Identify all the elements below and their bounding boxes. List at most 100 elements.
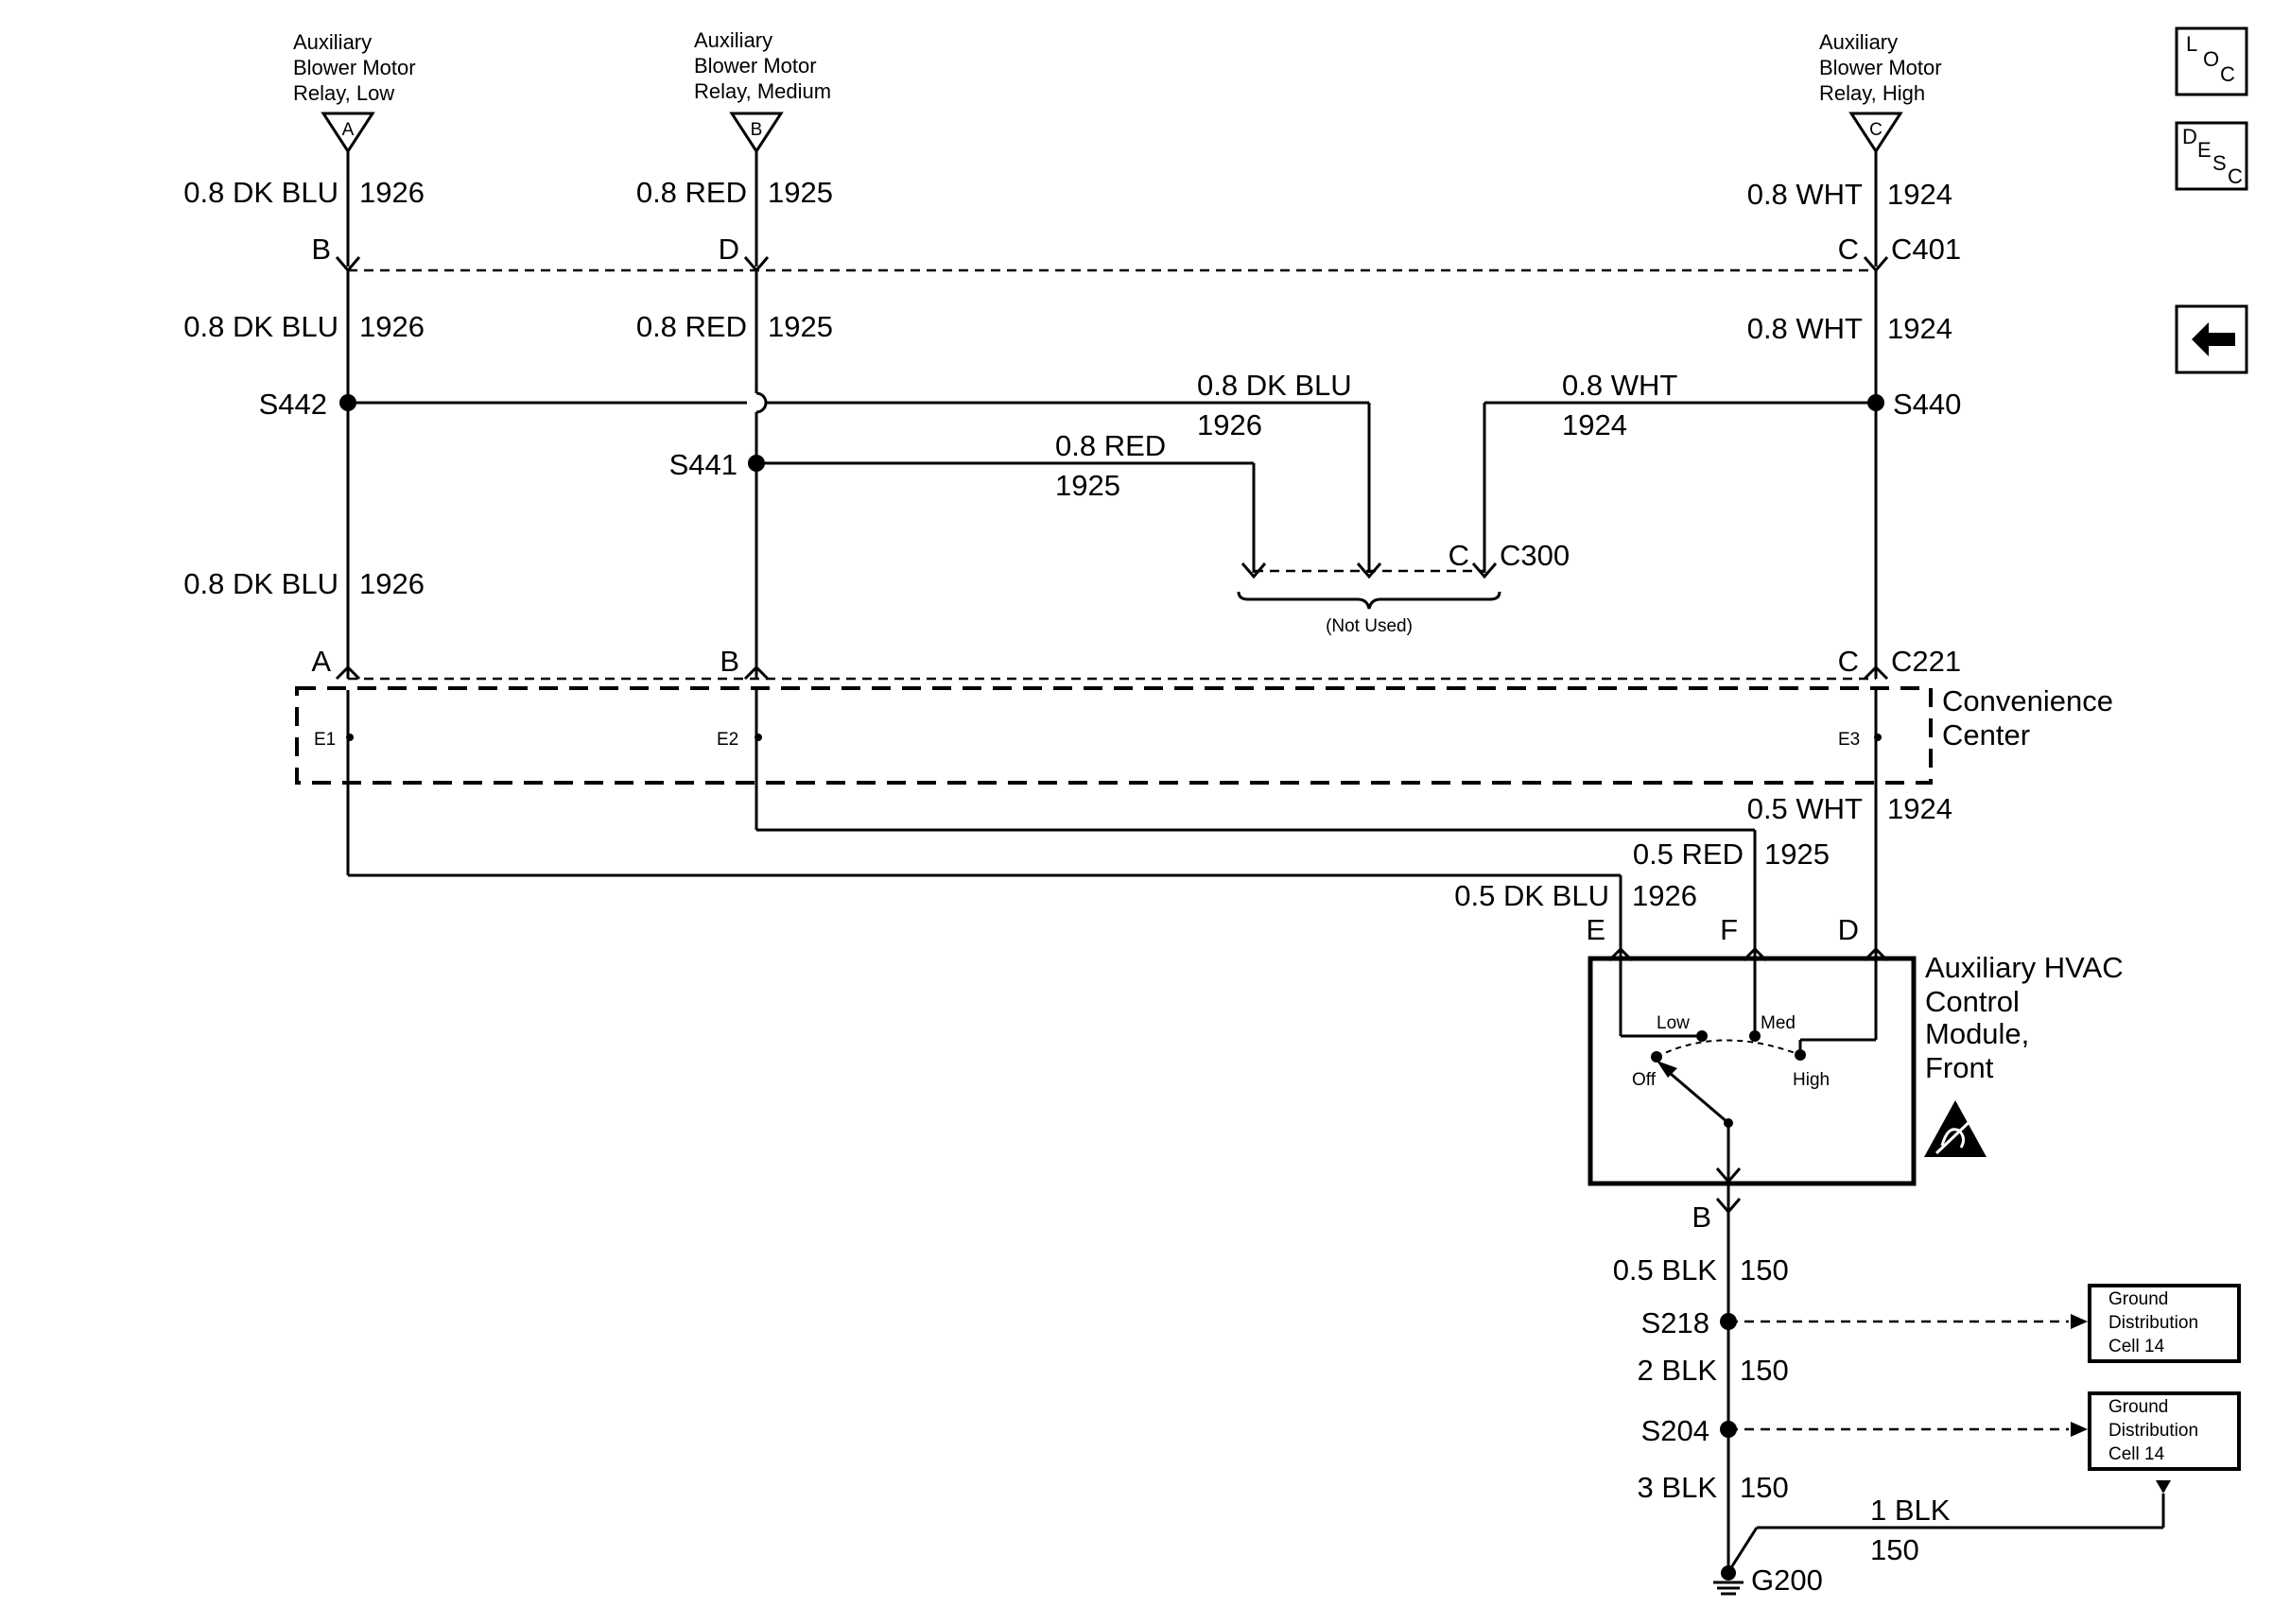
pin-b-module: B [1692,1201,1711,1234]
svg-text:Auxiliary: Auxiliary [694,28,772,52]
label-blk-3: 3 BLK [1638,1471,1718,1504]
label-branch-1926: 1926 [1197,408,1262,441]
relay-low-marker [321,112,375,154]
relay-high: Auxiliary Blower Motor Relay, High C [1819,30,1942,154]
back-button[interactable] [2175,304,2248,374]
label-1924-lower: 1924 [1887,792,1952,825]
svg-text:Cell 14: Cell 14 [2108,1337,2165,1356]
pin-c-c221: C [1838,645,1859,678]
module-label-1: Auxiliary HVAC [1925,951,2124,984]
relay-high-marker [1848,112,1903,154]
label-wht-05: 0.5 WHT [1747,792,1863,825]
ground-circuit [1715,1182,1742,1569]
wire-1926-column [335,151,361,681]
hvac-module-box [1588,956,1917,1186]
svg-text:A: A [342,120,355,140]
label-e2: E2 [717,730,738,750]
svg-text:B: B [751,120,763,140]
wire-1925-column [743,151,770,681]
svg-text:Relay, Low: Relay, Low [293,81,394,105]
c300-connector: (Not Used) [1237,569,1501,636]
s218-ground-ref-line [1728,1314,2088,1329]
label-s442: S442 [259,388,327,421]
branch-s441 [756,461,1267,579]
label-red-top: 0.8 RED [636,176,747,209]
loc-button[interactable]: L O C [2175,26,2248,96]
switch-low-label: Low [1657,1013,1690,1033]
wire-1924-column [1863,151,1889,681]
label-branch-wht: 0.8 WHT [1562,369,1677,402]
svg-text:Relay, Medium: Relay, Medium [694,79,831,103]
wire-1924-lower [1863,690,1889,962]
svg-text:Cell 14: Cell 14 [2108,1444,2165,1464]
pin-c-c300: C [1449,539,1469,572]
svg-text:C: C [1869,120,1883,140]
label-s204: S204 [1641,1414,1709,1447]
switch-off-label: Off [1632,1070,1657,1090]
splice-s442-dot [339,394,356,411]
label-150-a: 150 [1740,1253,1789,1287]
selector-switch [1619,959,1878,1184]
label-1924-top: 1924 [1887,178,1952,211]
label-s440: S440 [1893,388,1961,421]
label-wht-top: 0.8 WHT [1747,178,1863,211]
svg-text:Ground: Ground [2108,1289,2168,1309]
relay-low: Auxiliary Blower Motor Relay, Low A [293,30,416,154]
relay-medium: Auxiliary Blower Motor Relay, Medium B [694,28,831,154]
module-label-2: Control [1925,985,2020,1018]
label-150-b: 150 [1740,1354,1789,1387]
label-1926-top: 1926 [359,176,425,209]
label-wht-mid: 0.8 WHT [1747,312,1863,345]
label-g200: G200 [1751,1564,1823,1597]
pin-a-c221: A [311,645,331,678]
wire-1blk-ground [1728,1480,2171,1570]
ground-distribution-box-1[interactable]: Ground Distribution Cell 14 [2088,1284,2241,1363]
wire-1925-lower [755,690,1768,962]
label-1925-top: 1925 [768,176,833,209]
label-red-05: 0.5 RED [1633,838,1744,871]
svg-text:Ground: Ground [2108,1397,2168,1417]
pin-d-module: D [1838,913,1859,946]
label-e1: E1 [314,730,336,750]
label-dk-blu-05: 0.5 DK BLU [1454,879,1609,912]
label-c300: C300 [1500,539,1570,572]
label-1925-mid: 1925 [768,310,833,343]
label-c401: C401 [1891,233,1961,266]
pin-d-c401: D [719,233,739,266]
pin-b-c221: B [720,645,739,678]
label-1926-lower: 1926 [1632,879,1697,912]
svg-text:Auxiliary: Auxiliary [293,30,372,54]
pin-f-module: F [1720,913,1738,946]
s204-ground-ref-line [1728,1422,2088,1437]
desc-button[interactable]: D E S C [2175,121,2248,191]
label-s441: S441 [669,448,737,481]
desc-letter-d: D [2182,125,2197,148]
label-c221: C221 [1891,645,1961,678]
label-branch-1924: 1924 [1562,408,1627,441]
label-branch-red: 0.8 RED [1055,429,1166,462]
ground-distribution-box-2[interactable]: Ground Distribution Cell 14 [2088,1391,2241,1471]
label-1926-mid: 1926 [359,310,425,343]
pin-c-c401: C [1838,233,1859,266]
loc-letter-l: L [2186,32,2197,56]
label-blk-1: 1 BLK [1870,1494,1951,1527]
loc-letter-o: O [2203,47,2219,71]
label-dk-blu-top: 0.8 DK BLU [183,176,338,209]
ground-g200-icon [1713,1565,1744,1596]
branch-s440 [1471,401,1876,579]
svg-text:Relay, High: Relay, High [1819,81,1925,105]
label-blk-05: 0.5 BLK [1613,1253,1718,1287]
label-branch-dk-blu: 0.8 DK BLU [1197,369,1352,402]
c300-not-used-label: (Not Used) [1326,616,1413,636]
convenience-center-label-1: Convenience [1942,684,2113,717]
label-150-d: 150 [1870,1533,1919,1566]
switch-med-label: Med [1761,1013,1796,1033]
switch-high-label: High [1793,1070,1830,1090]
desc-letter-s: S [2212,151,2227,175]
label-red-mid: 0.8 RED [636,310,747,343]
svg-text:Auxiliary: Auxiliary [1819,30,1898,54]
pin-e-module: E [1586,913,1605,946]
convenience-center-box [295,686,1933,785]
pin-b-c401: B [311,233,331,266]
